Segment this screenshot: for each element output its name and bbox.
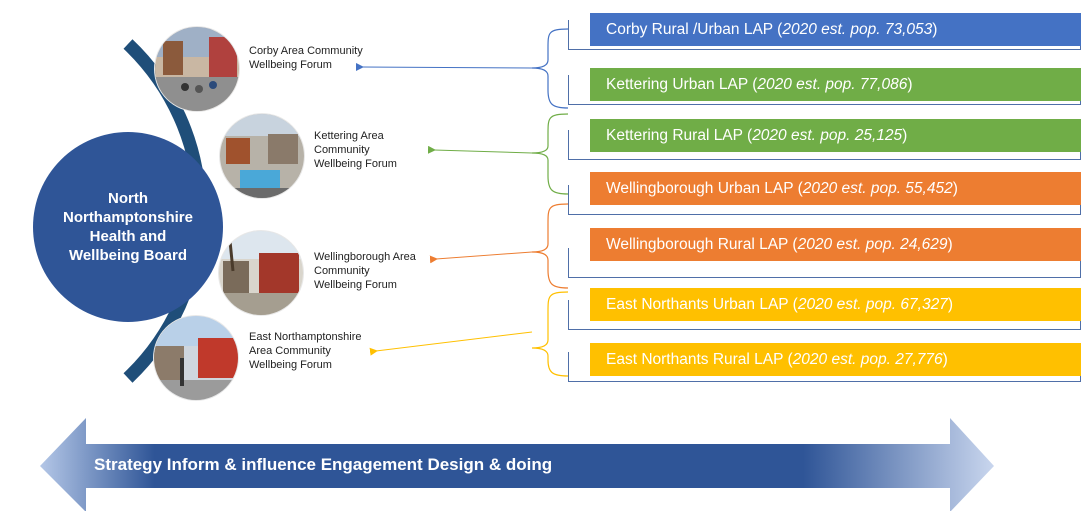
lap-corby-rural-urban: Corby Rural /Urban LAP (2020 est. pop. 7…	[590, 13, 1081, 46]
lap-population: 2020 est. pop. 25,125	[752, 127, 903, 144]
board-label: North Northamptonshire Health and Wellbe…	[62, 190, 193, 264]
lap-wellingborough-rural: Wellingborough Rural LAP (2020 est. pop.…	[590, 228, 1081, 261]
banner-arrow	[40, 418, 994, 511]
forum-label-corby: Corby Area Community Wellbeing Forum	[249, 45, 363, 71]
corby-photo	[155, 27, 239, 111]
lap-frame-wellingborough-rural	[568, 248, 1081, 278]
arrow-wellingborough	[429, 251, 533, 264]
forum-label-east-northants: East Northamptonshire Area Community Wel…	[249, 331, 362, 371]
lap-name: Corby Rural /Urban LAP	[606, 21, 773, 38]
lap-population: 2020 est. pop. 73,053	[782, 21, 933, 38]
lap-name: East Northants Urban LAP	[606, 296, 789, 313]
arrow-kettering	[427, 145, 533, 154]
arrow-east-northants	[369, 331, 533, 356]
wellingborough-photo	[219, 231, 303, 315]
health-wellbeing-board: North Northamptonshire Health and Wellbe…	[33, 132, 223, 322]
lap-east-northants-rural: East Northants Rural LAP (2020 est. pop.…	[590, 343, 1081, 376]
banner-text: Strategy Inform & influence Engagement D…	[94, 455, 553, 474]
lap-name: Wellingborough Rural LAP	[606, 236, 789, 253]
lap-kettering-rural: Kettering Rural LAP (2020 est. pop. 25,1…	[590, 119, 1081, 152]
lap-population: 2020 est. pop. 24,629	[797, 236, 948, 253]
kettering-photo	[220, 114, 304, 198]
brace-wellingborough	[531, 203, 569, 289]
lap-population: 2020 est. pop. 27,776	[792, 351, 943, 368]
east-northants-photo	[154, 316, 238, 400]
forum-label-kettering: Kettering Area Community Wellbeing Forum	[314, 130, 397, 170]
lap-population: 2020 est. pop. 55,452	[802, 180, 953, 197]
lap-population: 2020 est. pop. 77,086	[757, 76, 908, 93]
lap-name: Kettering Urban LAP	[606, 76, 748, 93]
arrow-corby	[355, 62, 533, 71]
lap-wellingborough-urban: Wellingborough Urban LAP (2020 est. pop.…	[590, 172, 1081, 205]
lap-east-northants-urban: East Northants Urban LAP (2020 est. pop.…	[590, 288, 1081, 321]
lap-population: 2020 est. pop. 67,327	[797, 296, 948, 313]
lap-name: Wellingborough Urban LAP	[606, 180, 794, 197]
brace-kettering	[531, 113, 569, 195]
lap-kettering-urban: Kettering Urban LAP (2020 est. pop. 77,0…	[590, 68, 1081, 101]
forum-label-wellingborough: Wellingborough Area Community Wellbeing …	[314, 251, 416, 291]
brace-corby	[531, 28, 569, 109]
brace-east-northants	[531, 291, 569, 377]
lap-name: East Northants Rural LAP	[606, 351, 784, 368]
lap-name: Kettering Rural LAP	[606, 127, 743, 144]
